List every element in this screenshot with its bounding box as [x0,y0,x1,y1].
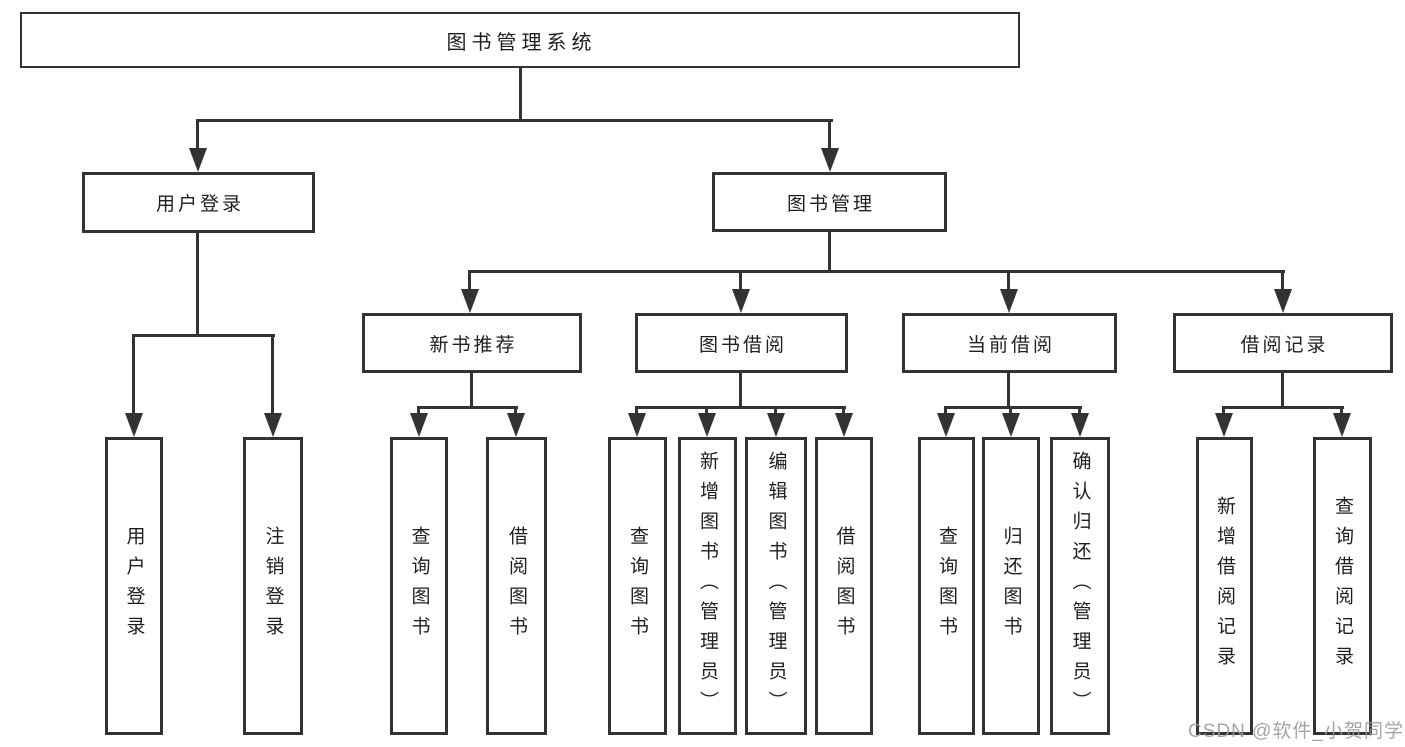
arrowhead-cb-leaf1 [937,413,955,437]
connector-userlogin-hline [132,334,275,337]
arrowhead-cb-leaf2 [1002,413,1020,437]
connector-newbook-drop [468,270,471,293]
connector-cb-leaf3-drop [1078,406,1081,417]
connector-userlogin-stub [196,233,199,337]
connector-current-drop [1007,270,1010,293]
arrowhead-current [1000,289,1018,313]
leaf-add-borrow-record: 新增借阅记录 [1196,437,1253,735]
node-book-management-label: 图书管理 [786,193,875,215]
csdn-watermark: CSDN @软件_小贺同学 [1188,721,1404,742]
arrowhead-borrowing [732,289,750,313]
leaf-add-books-admin-label: 新增图书（管理员） [697,451,718,721]
leaf-confirm-return-admin-label: 确认归还（管理员） [1069,451,1091,721]
leaf-query-books-borrowing: 查询图书 [608,437,667,735]
connector-borrowing-hline [635,406,846,409]
connector-bookmgmt-hline [468,270,1285,273]
arrowhead-rc-leaf1 [1215,413,1233,437]
connector-bb-leaf1-drop [635,406,638,417]
connector-root-stub [519,67,522,122]
arrowhead-bb-leaf3 [767,413,785,437]
arrowhead-leaf-login [125,413,143,437]
arrowhead-bb-leaf1 [628,413,646,437]
node-new-book-recommendation-label: 新书推荐 [429,334,518,356]
connector-bb-leaf4-drop [842,406,845,417]
leaf-query-books-recommend-label: 查询图书 [408,526,430,646]
connector-leaf-logout-drop [271,334,274,416]
leaf-logout: 注销登录 [243,437,303,735]
leaf-query-borrow-record-label: 查询借阅记录 [1332,496,1353,676]
leaf-query-borrow-record: 查询借阅记录 [1313,437,1372,735]
arrowhead-newbook [461,289,479,313]
connector-bookmgmt-stub [828,232,831,273]
leaf-query-books-current-label: 查询图书 [936,526,957,646]
connector-userlogin-drop [196,119,199,153]
arrowhead-nb-leaf1 [410,413,428,437]
node-current-borrowing: 当前借阅 [902,313,1117,373]
node-book-borrowing-label: 图书借阅 [698,334,787,356]
connector-leaf-login-drop [132,334,135,416]
leaf-borrow-books-recommend-label: 借阅图书 [506,526,527,646]
connector-bb-leaf2-drop [705,406,708,417]
arrowhead-rc-leaf2 [1333,413,1351,437]
arrowhead-cb-leaf3 [1071,413,1089,437]
arrowhead-records [1274,289,1292,313]
connector-nb-leaf1-drop [417,406,420,417]
arrowhead-bb-leaf2 [698,413,716,437]
connector-cb-leaf2-drop [1009,406,1012,417]
connector-records-stub [1281,373,1284,408]
leaf-confirm-return-admin: 确认归还（管理员） [1050,437,1110,735]
arrowhead-nb-leaf2 [507,413,525,437]
node-library-management-system: 图书管理系统 [20,12,1020,68]
node-borrowing-records-label: 借阅记录 [1240,334,1329,356]
arrowhead-leaf-logout [264,413,282,437]
leaf-borrow-books-borrowing: 借阅图书 [815,437,873,735]
leaf-edit-books-admin: 编辑图书（管理员） [745,437,807,735]
node-borrowing-records: 借阅记录 [1173,313,1393,373]
node-book-borrowing: 图书借阅 [635,313,848,373]
node-user-login: 用户登录 [82,172,315,233]
connector-records-hline [1222,406,1344,409]
connector-borrowing-drop [739,270,742,293]
connector-current-hline [944,406,1082,409]
connector-rc-leaf1-drop [1222,406,1225,417]
leaf-query-books-recommend: 查询图书 [390,437,448,735]
leaf-add-borrow-record-label: 新增借阅记录 [1214,496,1235,676]
arrowhead-bb-leaf4 [835,413,853,437]
connector-rc-leaf2-drop [1340,406,1343,417]
node-book-management: 图书管理 [712,172,947,232]
connector-borrowing-stub [739,373,742,408]
node-new-book-recommendation: 新书推荐 [362,313,582,373]
leaf-add-books-admin: 新增图书（管理员） [678,437,737,735]
connector-bookmgmt-drop [828,119,831,153]
connector-newbook-hline [417,406,518,409]
node-library-management-system-label: 图书管理系统 [446,31,597,54]
connector-root-hline [196,119,833,122]
leaf-user-login: 用户登录 [105,437,163,735]
leaf-query-books-current: 查询图书 [918,437,975,735]
node-current-borrowing-label: 当前借阅 [966,334,1055,356]
connector-cb-leaf1-drop [944,406,947,417]
leaf-logout-label: 注销登录 [262,526,284,646]
leaf-return-books-label: 归还图书 [1000,526,1022,646]
node-user-login-label: 用户登录 [155,194,244,215]
leaf-borrow-books-borrowing-label: 借阅图书 [833,526,855,646]
arrowhead-userlogin [189,148,207,172]
connector-nb-leaf2-drop [514,406,517,417]
leaf-return-books: 归还图书 [982,437,1040,735]
leaf-user-login-label: 用户登录 [123,526,145,646]
connector-bb-leaf3-drop [774,406,777,417]
connector-records-drop [1281,270,1284,293]
connector-current-stub [1007,373,1010,408]
connector-newbook-stub [470,373,473,408]
leaf-query-books-borrowing-label: 查询图书 [627,526,648,646]
leaf-edit-books-admin-label: 编辑图书（管理员） [765,451,787,721]
leaf-borrow-books-recommend: 借阅图书 [486,437,547,735]
arrowhead-bookmgmt [821,148,839,172]
